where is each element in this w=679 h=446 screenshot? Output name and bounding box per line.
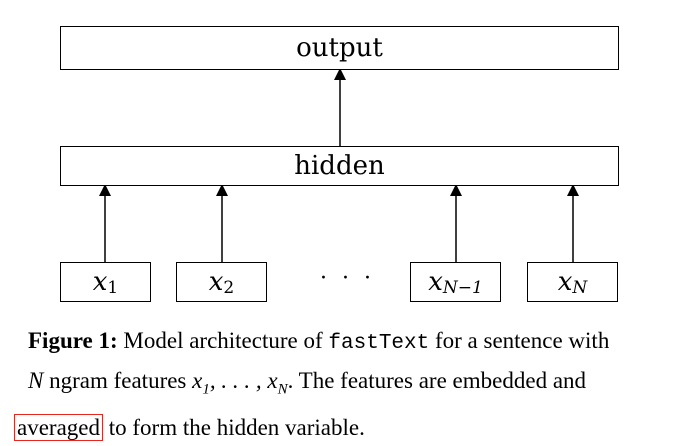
input-var: x (92, 267, 108, 297)
input-var: x (208, 267, 224, 297)
caption-text-5: to form the hidden variable. (108, 414, 365, 440)
input-subscript: 1 (107, 278, 119, 298)
hidden-box: hidden (60, 146, 619, 186)
caption-text-1: Model architecture of (123, 328, 323, 353)
input-var: x (428, 267, 443, 297)
math-feature-sequence: x1, . . . , xN (192, 368, 288, 398)
input-var: x (557, 267, 573, 297)
output-box: output (60, 26, 619, 70)
input-subscript: N−1 (442, 278, 483, 298)
highlighted-word-averaged: averaged (14, 413, 103, 441)
figure-label: Figure 1: (28, 328, 118, 353)
ellipsis: · · · (320, 266, 375, 291)
code-fasttext: fastText (328, 332, 430, 355)
input-subscript: 2 (223, 278, 235, 298)
caption-text-4: . The features are embedded and (287, 368, 587, 393)
output-label: output (296, 33, 383, 63)
math-N: N (28, 368, 44, 393)
input-subscript: N (572, 278, 588, 298)
caption-text-3: ngram features (49, 368, 187, 393)
figure-caption: Figure 1: Model architecture of fastText… (14, 322, 668, 446)
caption-text-2: for a sentence with (434, 328, 610, 353)
arrow-layer (99, 68, 579, 262)
hidden-label: hidden (294, 151, 385, 181)
